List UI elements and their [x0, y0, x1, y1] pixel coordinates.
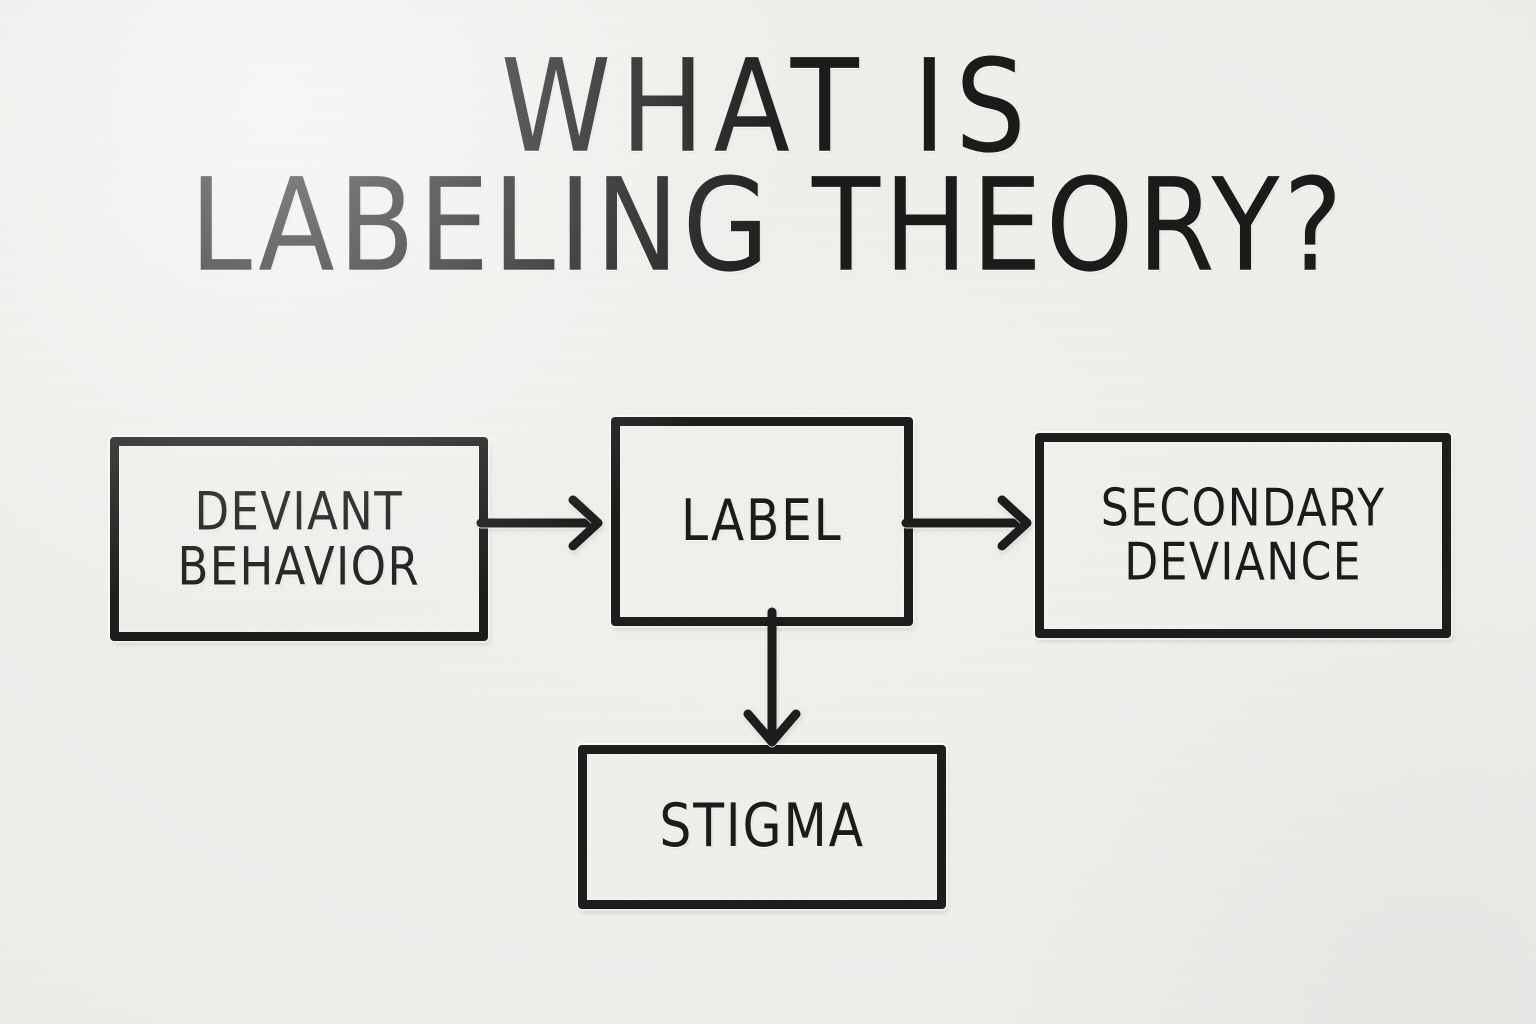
arrowhead-right-icon: [568, 495, 603, 551]
page-title-line-2: LABELING THEORY?: [189, 151, 1347, 301]
arrow-label-to-stigma: [743, 607, 801, 747]
node-label-label: LABEL: [681, 487, 843, 555]
flowchart-node-secondary-deviance: SECONDARY DEVIANCE: [1035, 433, 1451, 638]
arrowhead-right-icon: [997, 495, 1032, 551]
flowchart-node-deviant-behavior: DEVIANT BEHAVIOR: [110, 437, 488, 641]
arrow-deviant-behavior-to-label: [476, 495, 603, 551]
node-label-secondary-deviance: SECONDARY DEVIANCE: [1100, 477, 1386, 592]
arrowhead-down-icon: [743, 709, 801, 747]
page-title: WHAT IS LABELING THEORY?: [0, 41, 1536, 293]
node-label-deviant-behavior: DEVIANT BEHAVIOR: [177, 480, 421, 598]
flowchart-node-stigma: STIGMA: [578, 745, 946, 909]
node-label-stigma: STIGMA: [659, 791, 865, 861]
flowchart-node-label: LABEL: [611, 417, 913, 626]
arrow-label-to-secondary-deviance: [901, 495, 1032, 551]
